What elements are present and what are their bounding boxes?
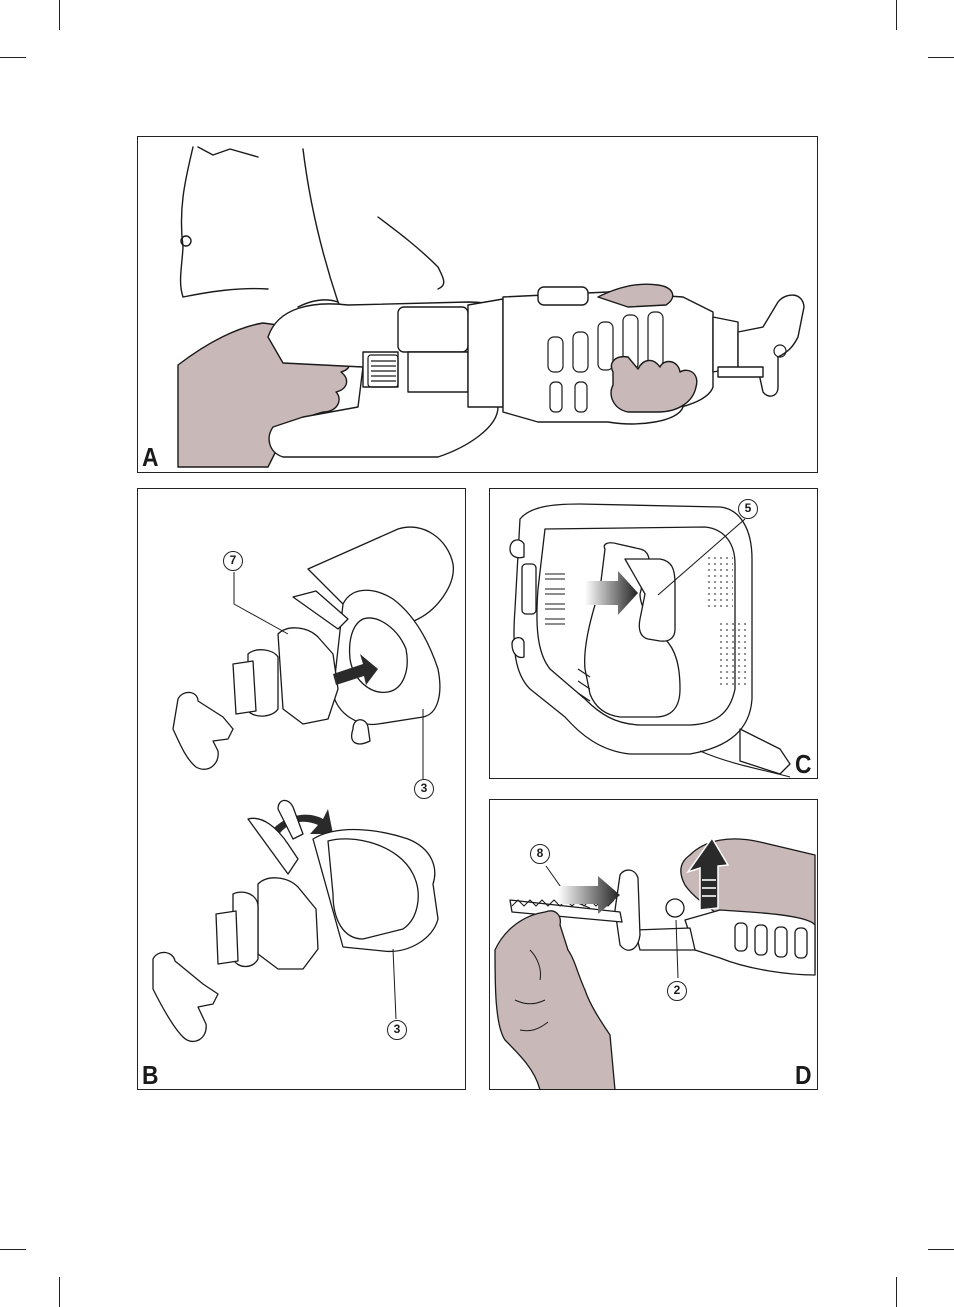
crop-mark [0,1249,26,1250]
figure-c-panel: 5 C [489,488,818,779]
figure-c-illustration [490,489,818,779]
crop-mark [928,1249,954,1250]
crop-mark [896,0,897,30]
figure-a-label: A [142,444,159,470]
figure-a-illustration [138,137,818,473]
callout-2: 2 [667,981,687,1001]
crop-mark [896,1277,897,1307]
callout-3-upper: 3 [414,779,434,799]
crop-mark [59,0,60,30]
figure-a-panel: A [137,136,818,473]
callout-5: 5 [738,499,758,519]
figure-c-label: C [795,751,812,777]
left-hand [495,911,615,1090]
callout-8: 8 [530,844,550,864]
figure-d-label: D [795,1062,812,1088]
crop-mark [928,57,954,58]
crop-mark [0,57,26,58]
figure-b-label: B [142,1062,159,1088]
callout-3-lower: 3 [387,1020,407,1040]
figure-d-panel: 8 2 D [489,799,818,1090]
crop-mark [59,1277,60,1307]
callout-7: 7 [223,551,243,571]
figure-b-panel: 7 3 3 B [137,488,466,1090]
